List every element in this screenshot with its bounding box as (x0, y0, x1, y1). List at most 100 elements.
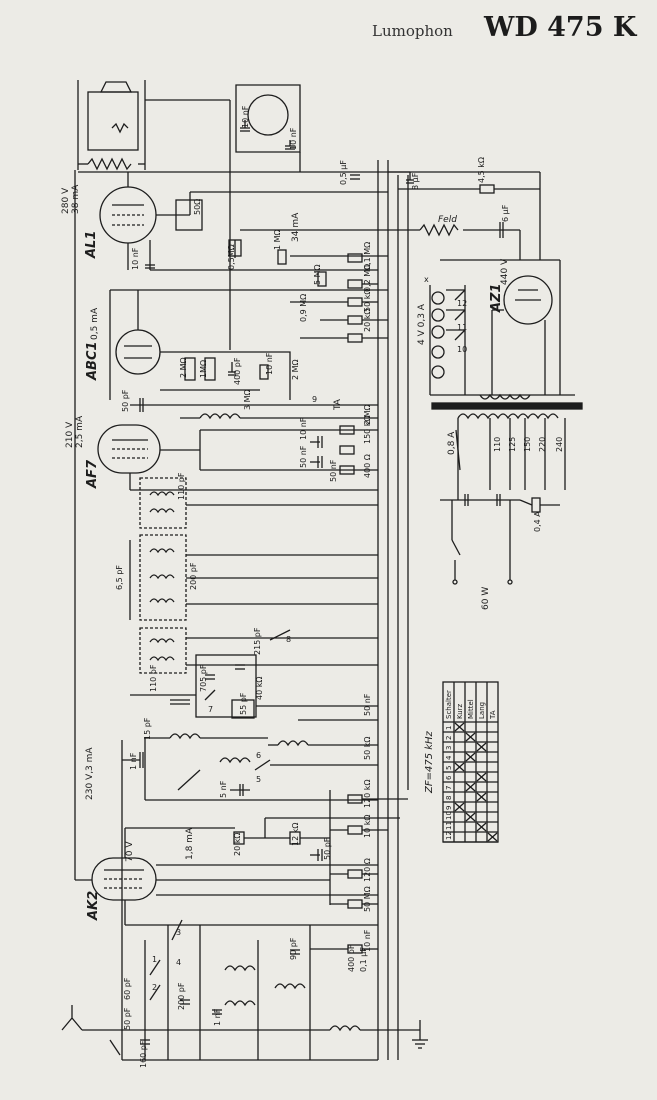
switch-num-5: 5 (256, 775, 261, 784)
c-110pf-label: 110 pF (177, 472, 186, 500)
r-02m-label: 0,2 MΩ (363, 264, 372, 292)
r-150k-label: 150 kΩ (363, 415, 372, 444)
lamp-rating-label: 4 V 0,3 A (417, 303, 427, 345)
fuse-04a (531, 497, 541, 513)
abc1-label: ABC1 (85, 341, 100, 381)
output-transformer-winding (87, 157, 132, 171)
antenna-icon (61, 1005, 83, 1031)
resistor-45k (479, 184, 495, 194)
zf-label: ZF=475 kHz (424, 730, 435, 794)
switch-table-column-number: 12 (445, 831, 453, 840)
resistor-400 (339, 465, 355, 475)
c-400pf-label: 400 pF (233, 357, 242, 385)
switch-num-1: 1 (152, 955, 157, 964)
r-2m-af7-label: 2 MΩ (363, 404, 372, 425)
osc-coil-2 (169, 733, 201, 740)
switch-table-row-label: TA (489, 710, 497, 720)
c-160pf-label: 160 pF (139, 1040, 148, 1068)
switch-table-header: Schalter (445, 690, 453, 719)
switch-num-7: 7 (208, 705, 213, 714)
c-90pf-label: 90 pF (289, 937, 298, 960)
switch-8 (269, 629, 291, 641)
c-15pf-label: 15 pF (143, 717, 152, 740)
tap-150: 150 (523, 437, 532, 452)
switch-table-column-number: 4 (445, 755, 453, 760)
lamp-x-label: x (424, 275, 429, 284)
c-60pf-label: 60 pF (123, 977, 132, 1000)
switch-table-column-number: 9 (445, 806, 453, 810)
resistor-10k (347, 825, 363, 835)
switch-table-mark (454, 762, 465, 772)
c-50pf-b-label: 50 pF (323, 837, 332, 860)
ak2-label: AK2 (86, 891, 101, 921)
switch-table-mark (476, 822, 487, 832)
resistor-1m-b (204, 357, 216, 381)
speaker-frame (87, 91, 139, 151)
switch-table-mark (465, 812, 476, 822)
af7-label: AF7 (85, 459, 100, 489)
resistor-09m (347, 333, 363, 343)
switch-table-mark (454, 802, 465, 812)
tap-125: 125 (508, 437, 517, 452)
antenna-coil (329, 1025, 361, 1032)
switch-table-mark (487, 832, 498, 842)
tone-control-pot (247, 94, 289, 136)
switch-table-row-label: Kurz (456, 703, 464, 719)
r-20k-label: 20 kΩ (363, 309, 372, 332)
switch-12 (454, 289, 466, 301)
al1-cathode-network (175, 199, 203, 231)
resistor-50m (347, 899, 363, 909)
c-1nf-b-label: 1 nF (213, 1008, 222, 1026)
transformer-primary (457, 413, 559, 420)
switch-num-9: 9 (312, 395, 317, 404)
switch-table-column-number: 5 (445, 766, 453, 770)
osc-coil-3 (219, 757, 251, 764)
c-05uf-label: 0,5 µF (339, 160, 348, 185)
resistor-2m (184, 357, 196, 381)
tap-240: 240 (555, 437, 564, 452)
resistor-2m-b (259, 364, 269, 380)
input-coil-3 (224, 1000, 256, 1007)
r-5m-label: 5 MΩ (313, 264, 322, 285)
speaker-cone (99, 81, 133, 93)
c-8uf-label: 8 µF (411, 172, 420, 190)
switch-num-4: 4 (176, 958, 181, 967)
r-12k-label: 12 kΩ (291, 823, 300, 846)
switch-table-column-number: 10 (445, 811, 453, 820)
abc1-current-label: 0,5 mA (90, 307, 100, 340)
model-name: WD 475 K (484, 12, 637, 43)
az1-label: AZ1 (489, 283, 504, 313)
ak2-current-label: 1,8 mA (185, 827, 195, 860)
c-6uf-label: 6 µF (501, 204, 510, 222)
r-40k-label: 40 kΩ (255, 677, 264, 700)
c-705pf-label: 705 pF (199, 664, 208, 692)
resistor-02m (347, 279, 363, 289)
switch-table-column-number: 11 (445, 821, 453, 830)
c-10nf-b-label: 10 nF (289, 127, 298, 150)
resistor-5m (317, 271, 327, 287)
switch-table-mark (476, 742, 487, 752)
switch-table-column-number: 7 (445, 786, 453, 790)
switch-table-mark (476, 772, 487, 782)
c-200pf-b-label: 200 pF (177, 982, 186, 1010)
switch-table-row-label: Mittel (467, 699, 475, 719)
r-400-label: 400 Ω (363, 454, 372, 478)
c-10nf-d-label: 10 nF (363, 929, 372, 952)
field-coil (419, 223, 459, 237)
r-120k-label: 120 kΩ (363, 779, 372, 808)
c-50nf-af7-label: 50 nF (299, 445, 308, 468)
c-10nf-af7-label: 10 nF (299, 417, 308, 440)
tap-220: 220 (538, 437, 547, 452)
c-50nf-c-label: 50 nF (363, 693, 372, 716)
switch-table-mark (465, 732, 476, 742)
fuse2-label: 0,4 A (533, 511, 542, 532)
c-10nf-c-label: 10 nF (265, 352, 274, 375)
az1-tube (503, 275, 553, 325)
r-120-label: 120 Ω (363, 858, 372, 882)
transformer-secondary (479, 393, 531, 400)
r-09m-label: 0,9 MΩ (299, 294, 308, 322)
resistor-2m-af7 (339, 445, 355, 455)
c-1nf-label: 1 nF (129, 752, 138, 770)
ak2-grid-label: 70 V (125, 841, 135, 862)
